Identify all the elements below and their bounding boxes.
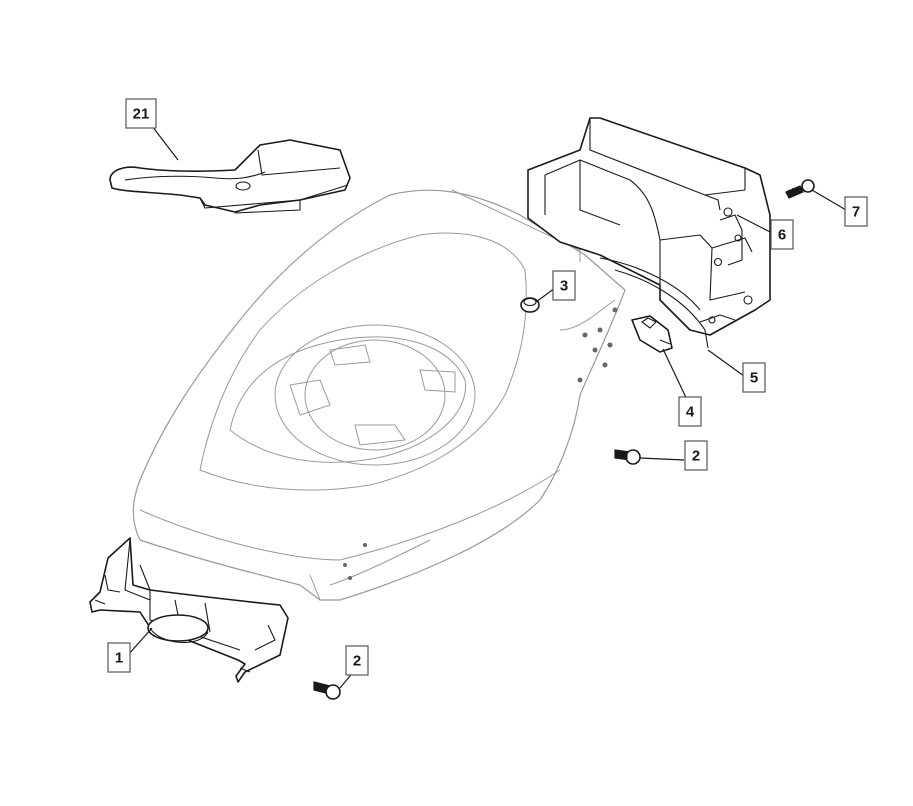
svg-text:2: 2	[353, 653, 361, 670]
callout-4: 4	[678, 396, 702, 427]
part-4-clip	[631, 315, 673, 353]
callout-3: 3	[552, 270, 576, 301]
part-2-screw-upper	[614, 449, 641, 465]
svg-text:5: 5	[750, 370, 758, 387]
mower-deck	[132, 189, 626, 601]
svg-text:4: 4	[686, 404, 695, 421]
callout-2-lower: 2	[345, 645, 369, 676]
svg-text:1: 1	[115, 650, 123, 667]
part-5-rear-guard	[614, 269, 709, 349]
deck-holes	[343, 307, 618, 580]
svg-text:2: 2	[692, 448, 700, 465]
part-6-rear-flap	[527, 117, 771, 336]
svg-text:3: 3	[560, 278, 568, 295]
part-21-cover	[109, 139, 351, 214]
part-7-bolt	[785, 179, 815, 199]
callout-21: 21	[125, 98, 157, 129]
callout-2-upper: 2	[684, 440, 708, 471]
leader-lines	[127, 125, 847, 689]
part-1-front-guard	[89, 537, 289, 683]
svg-text:21: 21	[133, 106, 150, 123]
callout-7: 7	[844, 196, 868, 227]
svg-text:6: 6	[778, 227, 786, 244]
callout-5: 5	[742, 362, 766, 393]
callout-1: 1	[107, 642, 131, 673]
callout-6: 6	[770, 219, 794, 250]
part-2-screw-lower	[313, 681, 341, 700]
part-3-plug	[520, 297, 540, 313]
svg-text:7: 7	[852, 204, 860, 221]
